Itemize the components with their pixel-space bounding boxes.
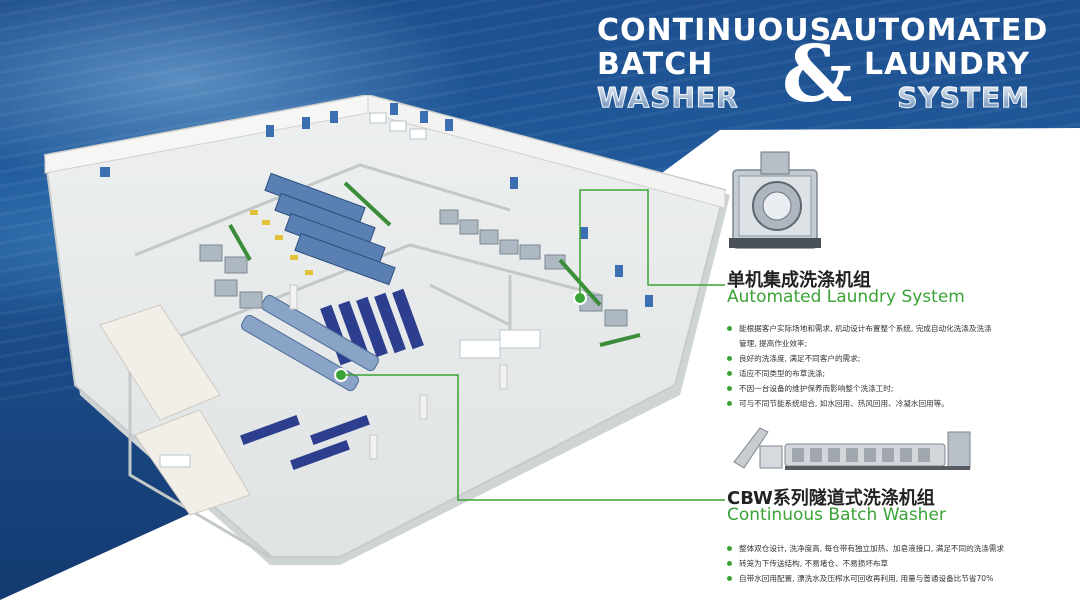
list-item: 转笼为下传送结构, 不易堵仓、不易损坏布草 — [727, 556, 1004, 571]
headline-right-line-2: LAUNDRY — [864, 47, 1030, 82]
bullet-dot-icon — [727, 576, 732, 581]
room-left-2 — [134, 409, 251, 516]
automated-feature-list: 能根据客户实际场地和需求, 机动设计布置整个系统, 完成自动化洗涤及洗涤 管理,… — [727, 321, 992, 411]
cbw-feature-list: 整体双仓设计, 洗净度高, 每仓带有独立加热、加皂液接口, 满足不同的洗涤需求 … — [727, 541, 1004, 586]
industrial-washer-image — [729, 151, 821, 249]
washer-lines — [240, 172, 424, 470]
laundry-carts — [250, 210, 313, 275]
bullet-dot-icon — [727, 546, 732, 551]
headline-left-ghost: WASHER — [597, 81, 827, 114]
list-item: 自带水回用配置, 漂洗水及压榨水可回收再利用, 用量与普通设备比节省70% — [727, 571, 1004, 586]
bullet-dot-icon — [727, 386, 732, 391]
bullet-dot-icon — [727, 356, 732, 361]
headline-continuous-batch-washer: CONTINUOUS BATCH WASHER — [597, 13, 833, 115]
headline-automated-laundry-system: AUTOMATED LAUNDRY SYSTEM — [830, 13, 1049, 115]
headline-left-line-2: BATCH — [597, 47, 714, 82]
list-item: 适应不同类型的布草洗涤; — [727, 366, 992, 381]
list-item: 整体双仓设计, 洗净度高, 每仓带有独立加热、加皂液接口, 满足不同的洗涤需求 — [727, 541, 1004, 556]
list-item: 不因一台设备的维护保养而影响整个洗涤工时; — [727, 381, 992, 396]
automated-title-cn: 单机集成洗涤机组 — [727, 270, 871, 291]
back-wall-right — [367, 95, 726, 209]
cbw-title-cn: CBW系列隧道式洗涤机组 — [727, 488, 935, 509]
room-left-1 — [99, 304, 221, 421]
tunnel-washer-image — [733, 427, 971, 470]
headline-left-line-1: CONTINUOUS — [597, 13, 833, 48]
cbw-title-en: Continuous Batch Washer — [727, 505, 946, 525]
headline-right-line-1: AUTOMATED — [830, 13, 1049, 48]
tables — [159, 112, 541, 468]
list-item-continuation: 管理, 提高作业效率; — [739, 339, 808, 348]
list-item: 能根据客户实际场地和需求, 机动设计布置整个系统, 完成自动化洗涤及洗涤 — [727, 321, 992, 336]
headline-right-ghost: SYSTEM — [830, 81, 1030, 114]
list-item: 可与不同节能系统组合, 如水回用、热风回用、冷凝水回用等。 — [727, 396, 992, 411]
automated-locator-dot — [573, 291, 587, 305]
headline-ampersand: & — [782, 29, 853, 120]
laundry-factory-floor-plan — [43, 95, 730, 565]
bullet-dot-icon — [727, 561, 732, 566]
bullet-dot-icon — [727, 371, 732, 376]
automated-title-en: Automated Laundry System — [727, 287, 965, 307]
list-item: 良好的洗涤度, 满足不同客户的需求; — [727, 351, 992, 366]
bullet-dot-icon — [727, 326, 732, 331]
bullet-dot-icon — [727, 401, 732, 406]
cbw-locator-dot — [334, 368, 348, 382]
